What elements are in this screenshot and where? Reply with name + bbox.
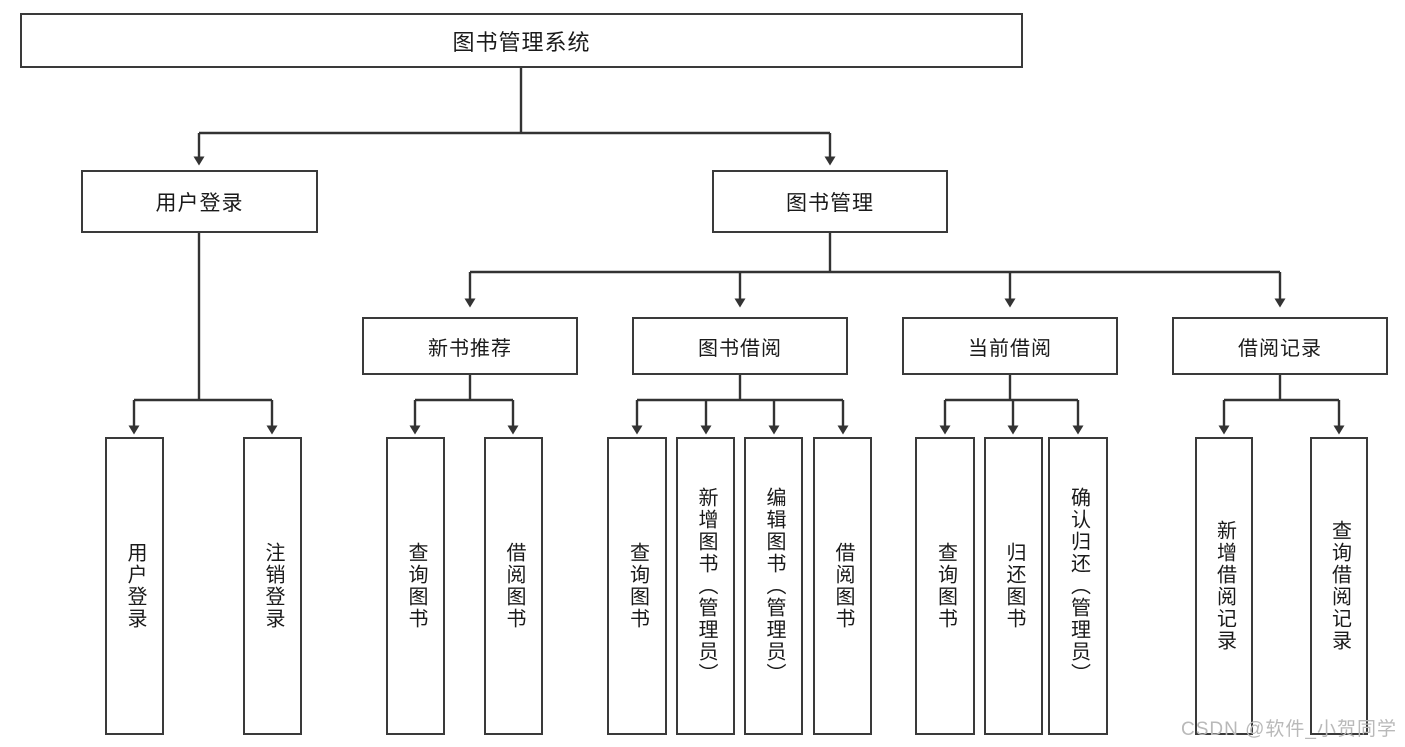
- leaf-current-return-book[interactable]: 归还图书: [984, 437, 1043, 735]
- leaf-current-query-book[interactable]: 查询图书: [915, 437, 975, 735]
- node-user-login[interactable]: 用户登录: [81, 170, 318, 233]
- node-label: 图书借阅: [698, 337, 782, 360]
- leaf-borrow-edit-book-admin[interactable]: 编辑图书（管理员）: [744, 437, 803, 735]
- node-book-borrow[interactable]: 图书借阅: [632, 317, 848, 375]
- node-new-book-recommend[interactable]: 新书推荐: [362, 317, 578, 375]
- node-label: 新增借阅记录: [1213, 520, 1236, 652]
- node-current-borrow[interactable]: 当前借阅: [902, 317, 1118, 375]
- node-label: 查询图书: [934, 542, 957, 630]
- leaf-user-login[interactable]: 用户登录: [105, 437, 164, 735]
- leaf-recommend-query-book[interactable]: 查询图书: [386, 437, 445, 735]
- leaf-borrow-borrow-book[interactable]: 借阅图书: [813, 437, 872, 735]
- node-label: 用户登录: [155, 191, 244, 215]
- node-label: 用户登录: [124, 542, 146, 630]
- leaf-borrow-query-book[interactable]: 查询图书: [607, 437, 667, 735]
- node-label: 查询借阅记录: [1328, 520, 1351, 652]
- node-label: 借阅图书: [503, 542, 525, 630]
- node-label: 新增图书（管理员）: [695, 487, 717, 685]
- node-root-system[interactable]: 图书管理系统: [20, 13, 1023, 68]
- node-label: 新书推荐: [428, 337, 512, 360]
- leaf-recommend-borrow-book[interactable]: 借阅图书: [484, 437, 543, 735]
- node-label: 注销登录: [262, 542, 284, 630]
- node-label: 图书管理系统: [452, 29, 591, 55]
- node-label: 查询图书: [626, 542, 649, 630]
- node-label: 图书管理: [786, 191, 874, 215]
- node-label: 当前借阅: [968, 337, 1052, 360]
- node-label: 借阅记录: [1238, 337, 1322, 360]
- leaf-user-logout[interactable]: 注销登录: [243, 437, 302, 735]
- node-label: 确认归还（管理员）: [1067, 487, 1090, 685]
- node-label: 查询图书: [405, 542, 427, 630]
- leaf-record-query-record[interactable]: 查询借阅记录: [1310, 437, 1368, 735]
- leaf-current-confirm-return-admin[interactable]: 确认归还（管理员）: [1048, 437, 1108, 735]
- node-label: 归还图书: [1003, 542, 1025, 630]
- node-borrow-record[interactable]: 借阅记录: [1172, 317, 1388, 375]
- watermark-text: CSDN @软件_小贺同学: [1181, 719, 1397, 740]
- leaf-record-add-record[interactable]: 新增借阅记录: [1195, 437, 1253, 735]
- node-book-management[interactable]: 图书管理: [712, 170, 948, 233]
- node-label: 编辑图书（管理员）: [763, 487, 785, 685]
- node-label: 借阅图书: [832, 542, 854, 630]
- leaf-borrow-add-book-admin[interactable]: 新增图书（管理员）: [676, 437, 735, 735]
